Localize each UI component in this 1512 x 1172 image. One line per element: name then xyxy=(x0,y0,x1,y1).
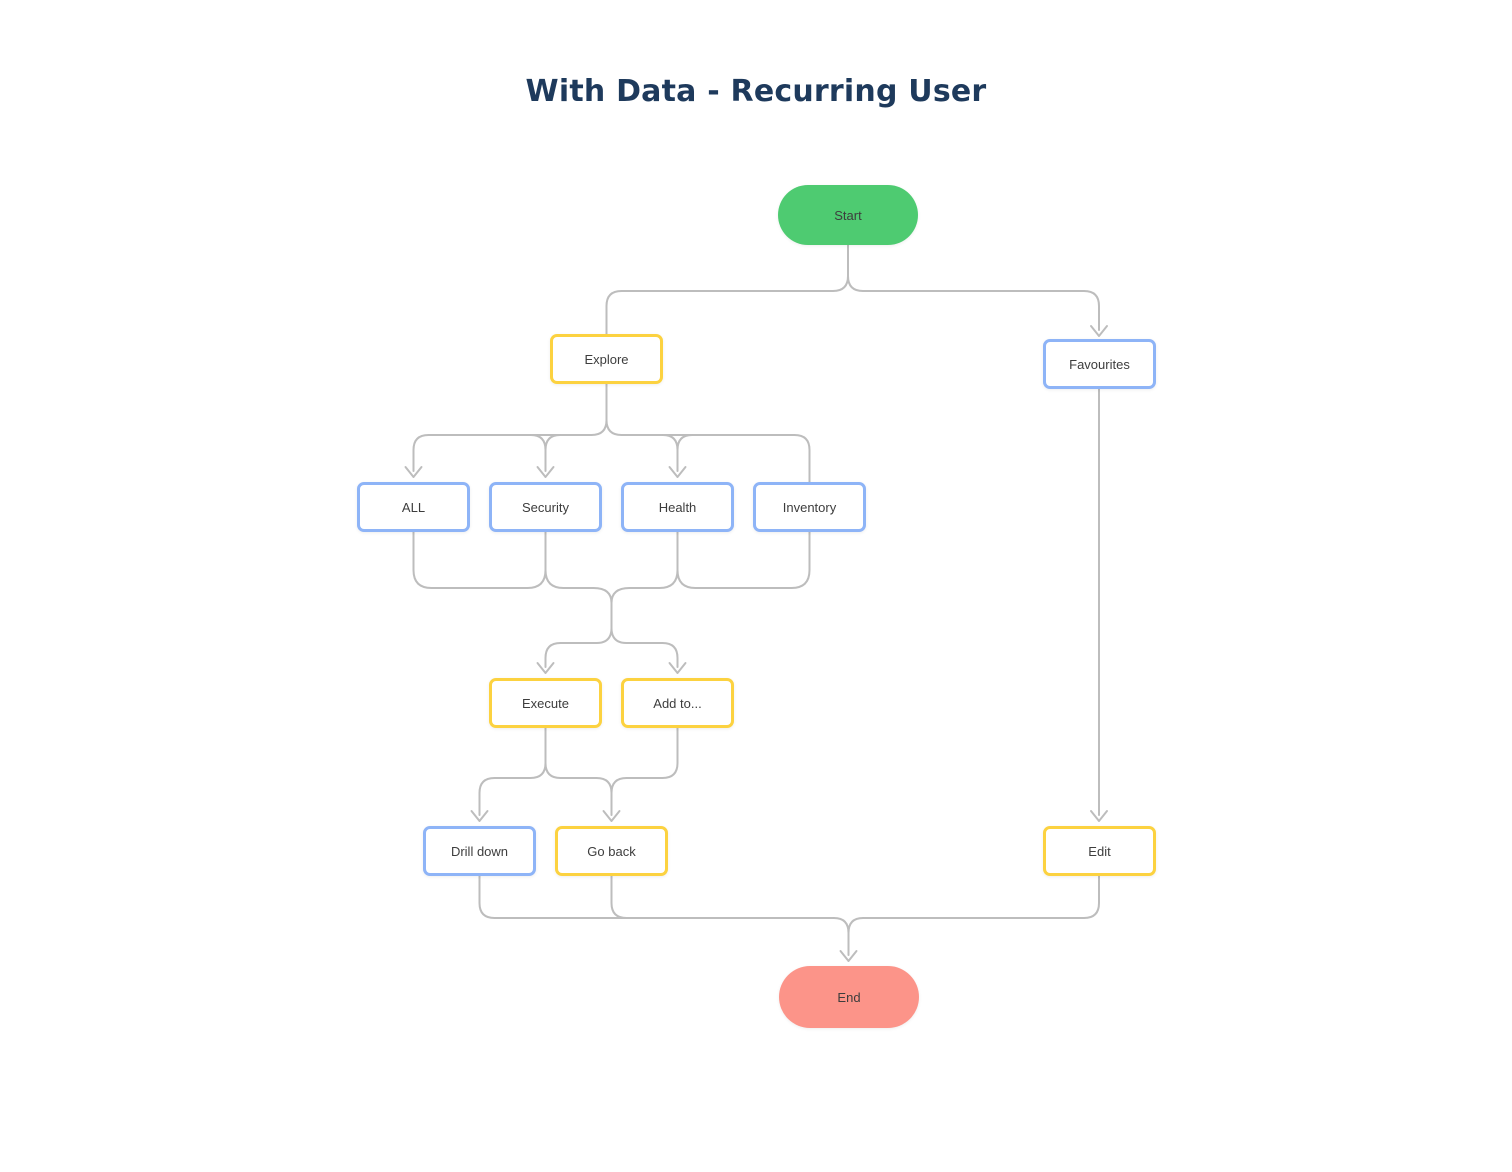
connector-explore-inventory xyxy=(605,383,811,483)
connector-go-back-end xyxy=(610,875,835,919)
page-title: With Data - Recurring User xyxy=(525,74,987,109)
node-execute[interactable]: Execute xyxy=(489,678,602,728)
connector-explore-security xyxy=(530,434,561,472)
node-drill-down-label: Drill down xyxy=(450,843,509,859)
connector-start-explore xyxy=(605,244,849,335)
node-end[interactable]: End xyxy=(779,966,919,1028)
node-health-label: Health xyxy=(658,499,697,515)
connector-drill-down-end xyxy=(478,875,835,919)
arrowhead-favourites xyxy=(1090,325,1108,337)
node-inventory[interactable]: Inventory xyxy=(753,482,866,532)
connector-merge-all-security xyxy=(412,531,547,589)
node-add-to-label: Add to... xyxy=(653,695,702,711)
arrowhead-execute xyxy=(536,662,555,674)
arrowhead-edit xyxy=(1090,810,1108,822)
connector-merge-center-right xyxy=(610,531,679,604)
connector-add-to-go-back xyxy=(610,727,679,794)
arrowhead-all xyxy=(404,466,423,478)
node-favourites[interactable]: Favourites xyxy=(1043,339,1156,389)
connector-edit-end xyxy=(862,875,1100,919)
connector-end-merge xyxy=(833,917,864,956)
node-go-back[interactable]: Go back xyxy=(555,826,668,876)
node-explore-label: Explore xyxy=(584,351,629,367)
arrowhead-security xyxy=(536,466,555,478)
connector-explore-all xyxy=(412,383,608,472)
arrowhead-add-to xyxy=(668,662,687,674)
connector-explore-health xyxy=(662,434,693,472)
arrowhead-health xyxy=(668,466,687,478)
connector-execute-drill-down xyxy=(478,727,547,816)
connector-execute-go-back xyxy=(544,727,613,816)
node-all[interactable]: ALL xyxy=(357,482,470,532)
connector-merge-center-left xyxy=(544,531,613,629)
node-edit[interactable]: Edit xyxy=(1043,826,1156,876)
node-health[interactable]: Health xyxy=(621,482,734,532)
node-go-back-label: Go back xyxy=(587,843,636,859)
node-security[interactable]: Security xyxy=(489,482,602,532)
connector-start-favourites xyxy=(847,244,1100,331)
node-edit-label: Edit xyxy=(1088,843,1111,859)
node-security-label: Security xyxy=(522,499,569,515)
node-favourites-label: Favourites xyxy=(1069,356,1130,372)
node-execute-label: Execute xyxy=(522,695,569,711)
node-inventory-label: Inventory xyxy=(782,499,837,515)
node-start[interactable]: Start xyxy=(778,185,918,245)
connector-split-add-to xyxy=(610,627,679,668)
node-start-label: Start xyxy=(834,207,862,223)
node-add-to[interactable]: Add to... xyxy=(621,678,734,728)
arrowhead-go-back xyxy=(602,810,621,822)
connector-split-execute xyxy=(544,627,613,668)
arrowhead-drill-down xyxy=(470,810,489,822)
node-drill-down[interactable]: Drill down xyxy=(423,826,536,876)
node-explore[interactable]: Explore xyxy=(550,334,663,384)
node-all-label: ALL xyxy=(401,499,426,515)
connector-merge-health-inventory xyxy=(676,531,811,589)
node-end-label: End xyxy=(837,989,861,1005)
arrowhead-end xyxy=(839,950,858,962)
